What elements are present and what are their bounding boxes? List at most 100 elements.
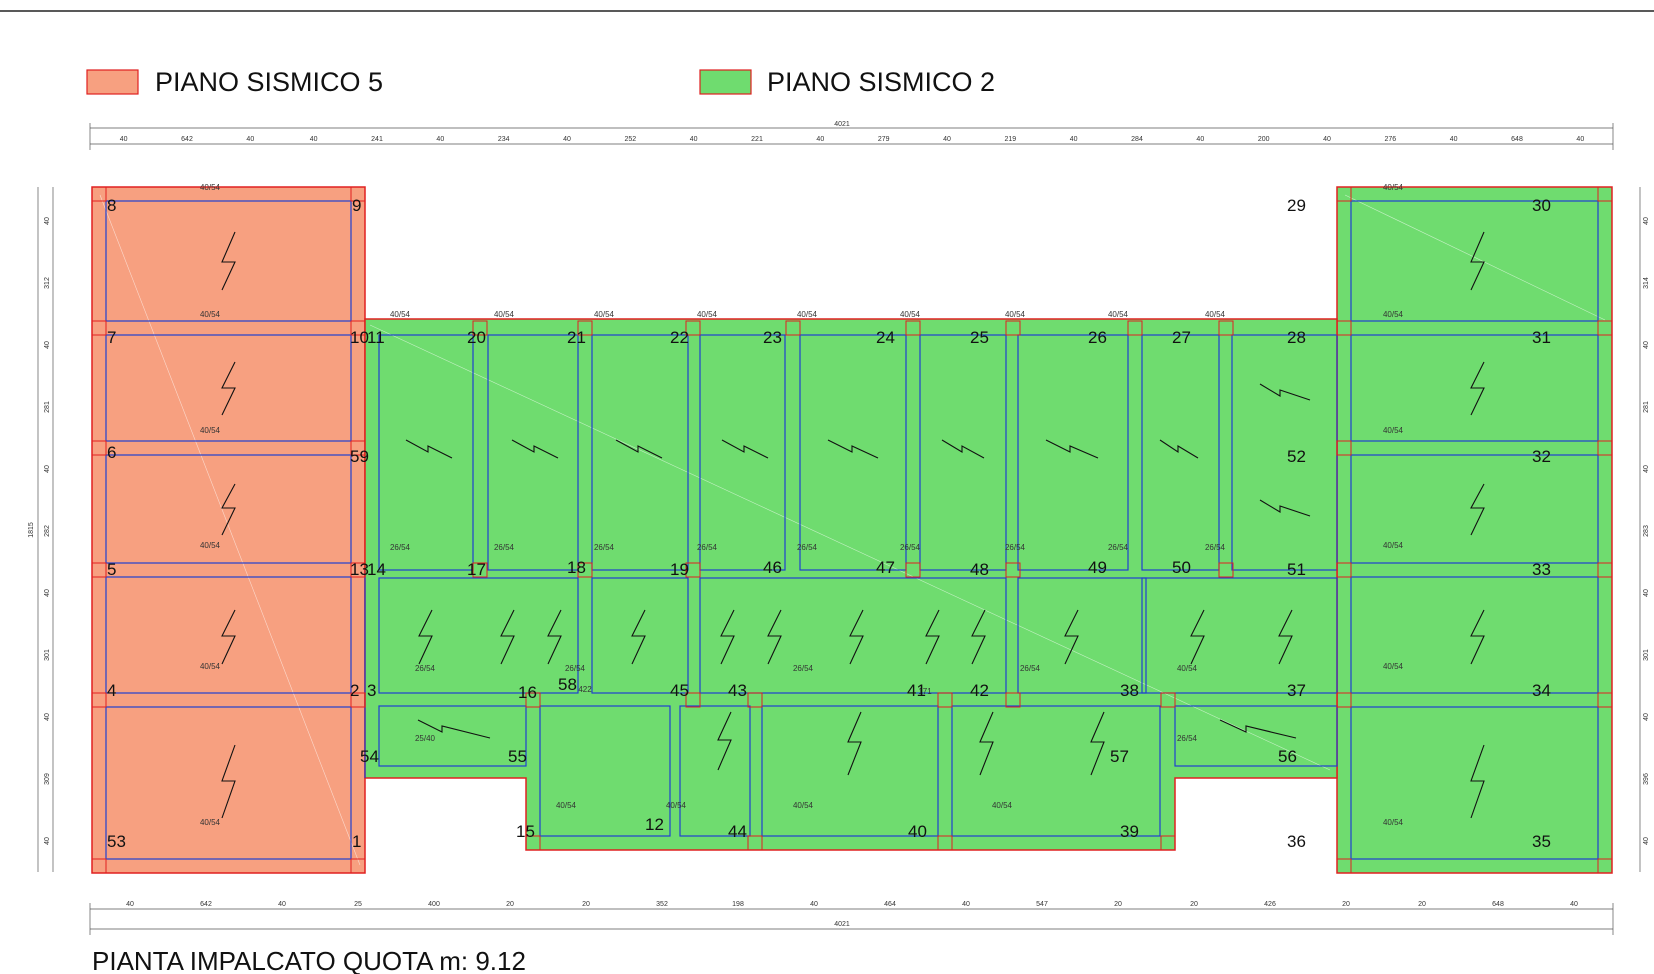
beam-section-label: 40/54 — [200, 541, 221, 550]
beam-section-label: 26/54 — [415, 664, 436, 673]
dimension-value: 400 — [428, 901, 440, 908]
node-label: 1 — [352, 832, 361, 851]
dimension-value: 40 — [436, 136, 444, 143]
dimension-value: 279 — [878, 136, 890, 143]
node-label: 8 — [107, 196, 116, 215]
beam-section-label: 40/54 — [200, 310, 221, 319]
beam-section-label: 40/54 — [992, 801, 1013, 810]
slab-direction-arrows-vertical — [221, 231, 1485, 819]
beam-section-label: 40/54 — [1383, 662, 1404, 671]
dimension-value: 234 — [498, 136, 510, 143]
dimension-value: 40 — [1643, 341, 1650, 349]
node-label: 57 — [1110, 747, 1129, 766]
node-label: 9 — [352, 196, 361, 215]
node-label: 7 — [107, 328, 116, 347]
node-label: 46 — [763, 558, 782, 577]
dimension-value: 642 — [200, 901, 212, 908]
beam-section-label: 26/54 — [797, 543, 818, 552]
beam-section-label: 26/54 — [390, 543, 411, 552]
node-label: 30 — [1532, 196, 1551, 215]
node-label: 17 — [467, 560, 486, 579]
beam-section-label: 40/54 — [1108, 310, 1129, 319]
node-label: 43 — [728, 681, 747, 700]
dimension-value: 283 — [1643, 525, 1650, 537]
node-label: 37 — [1287, 681, 1306, 700]
beam-section-label: 171 — [918, 687, 932, 696]
node-label: 5 — [107, 560, 116, 579]
dimension-value: 547 — [1036, 901, 1048, 908]
dimension-value: 219 — [1004, 136, 1016, 143]
beam-section-label: 26/54 — [1205, 543, 1226, 552]
left-dimension-lines — [37, 187, 54, 872]
dimension-value: 40 — [1576, 136, 1584, 143]
node-label: 2 — [350, 681, 359, 700]
dimension-value: 40 — [44, 837, 51, 845]
beam-section-label: 40/54 — [494, 310, 515, 319]
dimension-value: 281 — [1643, 401, 1650, 413]
zone-diagonal — [99, 194, 361, 866]
node-label: 54 — [360, 747, 379, 766]
node-label: 10 — [350, 328, 369, 347]
total-height-label: 1815 — [28, 522, 35, 538]
dimension-value: 40 — [816, 136, 824, 143]
node-label: 31 — [1532, 328, 1551, 347]
slab-direction-arrows-horizontal — [405, 383, 1311, 739]
beam-section-label: 26/54 — [1005, 543, 1026, 552]
dimension-value: 301 — [1643, 649, 1650, 661]
dimension-value: 40 — [1643, 589, 1650, 597]
zone-seismic-5 — [91, 186, 366, 874]
beam-section-label: 40/54 — [200, 426, 221, 435]
beam-section-label: 40/54 — [1383, 310, 1404, 319]
dimension-value: 352 — [656, 901, 668, 908]
zone-seismic-2-central — [364, 318, 1338, 851]
beam-section-label: 40/54 — [666, 801, 687, 810]
dimension-value: 396 — [1643, 773, 1650, 785]
dimension-value: 20 — [1114, 901, 1122, 908]
dimension-value: 40 — [962, 901, 970, 908]
node-label: 16 — [518, 683, 537, 702]
drawing-title: PIANTA IMPALCATO QUOTA m: 9.12 — [92, 946, 526, 974]
dimension-value: 40 — [690, 136, 698, 143]
dimension-value: 40 — [120, 136, 128, 143]
beam-section-label: 40/54 — [390, 310, 411, 319]
dimension-value: 200 — [1258, 136, 1270, 143]
node-label: 6 — [107, 443, 116, 462]
beam-section-label: 40/54 — [900, 310, 921, 319]
legend: PIANO SISMICO 5 PIANO SISMICO 2 — [86, 67, 995, 97]
dimension-value: 20 — [506, 901, 514, 908]
beam-section-label: 25/40 — [415, 734, 436, 743]
beam-section-label: 40/54 — [793, 801, 814, 810]
beam-section-label: 40/54 — [1205, 310, 1226, 319]
dimension-value: 25 — [354, 901, 362, 908]
node-label: 41 — [907, 681, 926, 700]
node-label: 50 — [1172, 558, 1191, 577]
node-label: 51 — [1287, 560, 1306, 579]
dimension-value: 20 — [1418, 901, 1426, 908]
node-label: 39 — [1120, 822, 1139, 841]
dimension-value: 40 — [44, 713, 51, 721]
node-label: 34 — [1532, 681, 1551, 700]
dimension-value: 276 — [1384, 136, 1396, 143]
node-label: 11 — [367, 328, 385, 347]
beam-section-label: 26/54 — [697, 543, 718, 552]
node-label: 13 — [350, 560, 369, 579]
beam-section-label: 26/54 — [565, 664, 586, 673]
beam-section-label: 26/54 — [494, 543, 515, 552]
node-label: 47 — [876, 558, 895, 577]
node-label: 56 — [1278, 747, 1297, 766]
beams-right-wing — [1350, 200, 1599, 860]
node-label: 59 — [350, 447, 369, 466]
beam-section-label: 26/54 — [1020, 664, 1041, 673]
legend-swatch-seismic-5 — [86, 69, 139, 95]
beam-section-label: 40/54 — [556, 801, 577, 810]
node-label: 20 — [467, 328, 486, 347]
dimension-value: 20 — [582, 901, 590, 908]
node-label: 12 — [645, 815, 664, 834]
node-label: 55 — [508, 747, 527, 766]
node-label: 52 — [1287, 447, 1306, 466]
beam-section-label: 40/54 — [1383, 426, 1404, 435]
